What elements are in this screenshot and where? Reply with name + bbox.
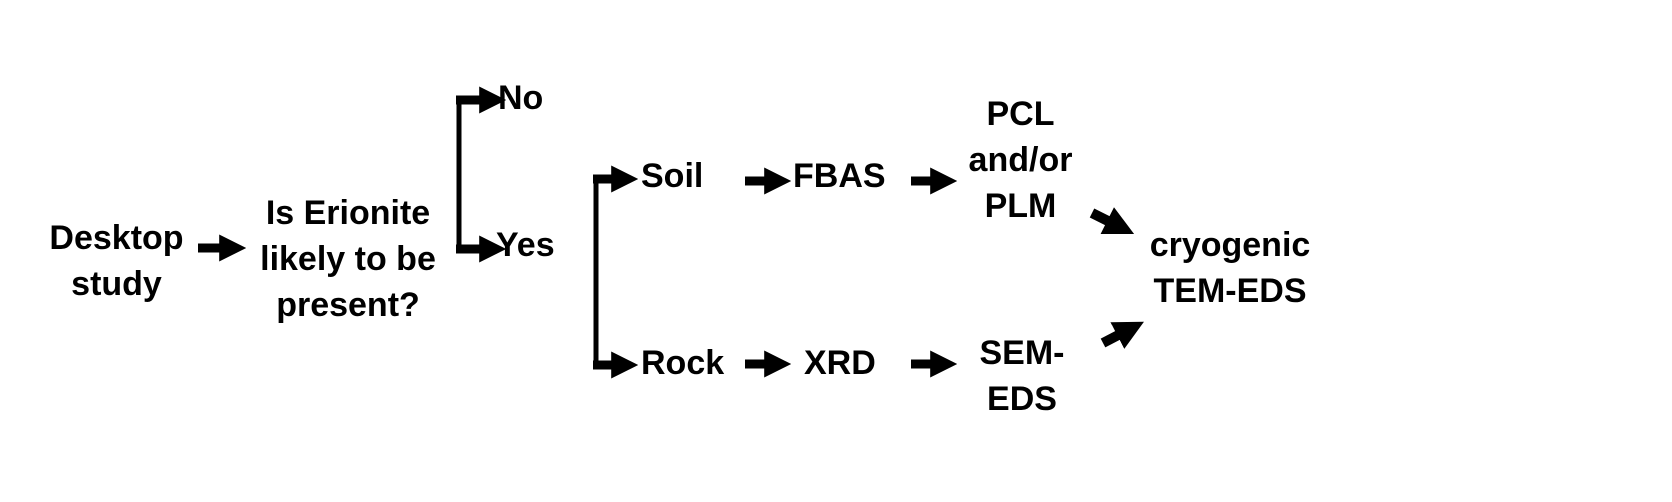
node-sem-eds: SEM- EDS bbox=[967, 330, 1077, 422]
xrd-label: XRD bbox=[804, 344, 876, 382]
bracket-soil-rock bbox=[593, 165, 639, 379]
node-fbas: FBAS bbox=[793, 153, 886, 199]
node-desktop-study: Desktop study bbox=[34, 215, 199, 307]
question-line-1: Is Erionite bbox=[265, 194, 431, 232]
sem-line-1: SEM- bbox=[979, 334, 1065, 372]
question-line-2: likely to be bbox=[260, 240, 436, 278]
bracket-no-yes bbox=[456, 86, 507, 263]
desktop-study-line-2: study bbox=[71, 265, 162, 303]
pcl-line-2: and/or bbox=[968, 141, 1073, 179]
fbas-label: FBAS bbox=[793, 157, 886, 195]
desktop-study-line-1: Desktop bbox=[49, 219, 184, 257]
yes-label: Yes bbox=[496, 226, 555, 264]
cryo-line-1: cryogenic bbox=[1149, 226, 1311, 264]
node-question: Is Erionite likely to be present? bbox=[243, 190, 453, 328]
rock-label: Rock bbox=[641, 344, 725, 382]
node-pcl-plm: PCL and/or PLM bbox=[958, 91, 1083, 229]
arrow-sem-to-cryo bbox=[1100, 321, 1144, 349]
soil-label: Soil bbox=[641, 157, 704, 195]
pcl-line-1: PCL bbox=[986, 95, 1055, 133]
sem-line-2: EDS bbox=[987, 380, 1057, 418]
question-line-3: present? bbox=[276, 286, 420, 324]
no-label: No bbox=[498, 79, 544, 117]
arrow-plm-to-cryo bbox=[1089, 207, 1135, 235]
node-rock: Rock bbox=[641, 340, 724, 386]
node-soil: Soil bbox=[641, 153, 703, 199]
node-no: No bbox=[498, 75, 543, 121]
cryo-line-2: TEM-EDS bbox=[1153, 272, 1307, 310]
node-cryogenic-tem-eds: cryogenic TEM-EDS bbox=[1130, 222, 1330, 314]
pcl-line-3: PLM bbox=[984, 187, 1057, 225]
node-xrd: XRD bbox=[804, 340, 876, 386]
node-yes: Yes bbox=[496, 222, 555, 268]
